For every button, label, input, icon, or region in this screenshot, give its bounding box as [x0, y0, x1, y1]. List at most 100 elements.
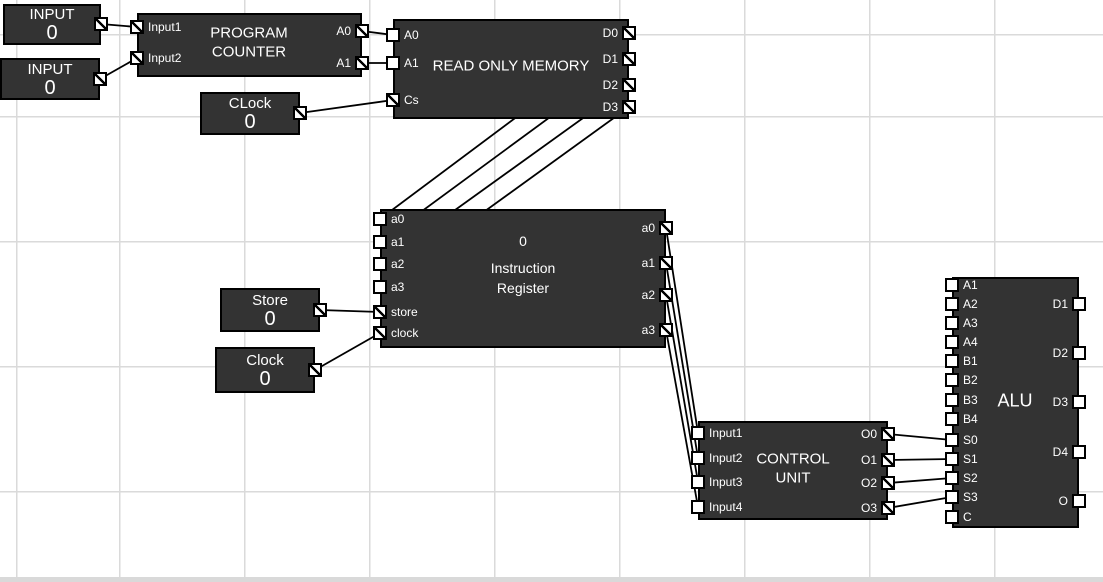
- port-alu-in-b2[interactable]: [945, 373, 959, 387]
- port-input2-out-out0[interactable]: [93, 72, 107, 86]
- port-label: D2: [1052, 346, 1068, 360]
- port-clock-out-out0[interactable]: [308, 363, 322, 377]
- port-instruction-register-out-a1[interactable]: [659, 256, 673, 270]
- block-title: Instruction: [490, 260, 556, 276]
- block-title: COUNTER: [211, 43, 287, 61]
- port-instruction-register-in-a3[interactable]: [373, 280, 387, 294]
- port-instruction-register-in-a1[interactable]: [373, 235, 387, 249]
- port-control-unit-out-o2[interactable]: [881, 476, 895, 490]
- port-alu-in-s0[interactable]: [945, 433, 959, 447]
- port-label: Cs: [404, 93, 419, 107]
- port-program-counter-in-input1[interactable]: [130, 20, 144, 34]
- block-title: Store: [252, 291, 288, 309]
- wire[interactable]: [887, 496, 953, 509]
- wire[interactable]: [319, 309, 381, 313]
- port-label: D4: [1052, 445, 1068, 459]
- port-alu-in-b1[interactable]: [945, 354, 959, 368]
- port-label: B2: [963, 373, 978, 387]
- port-instruction-register-in-a0[interactable]: [373, 212, 387, 226]
- port-label: Input4: [709, 500, 743, 514]
- port-label: Input2: [709, 451, 743, 465]
- port-control-unit-in-input3[interactable]: [691, 475, 705, 489]
- port-rom-out-d0[interactable]: [622, 26, 636, 40]
- port-label: O: [1058, 494, 1068, 508]
- wire[interactable]: [299, 99, 394, 114]
- port-program-counter-out-a0[interactable]: [355, 24, 369, 38]
- block-program-counter[interactable]: [137, 13, 362, 77]
- block-value: 0: [259, 367, 271, 390]
- port-label: D0: [602, 26, 618, 40]
- port-instruction-register-in-store[interactable]: [373, 305, 387, 319]
- port-alu-in-s3[interactable]: [945, 490, 959, 504]
- port-instruction-register-out-a3[interactable]: [659, 323, 673, 337]
- port-label: S2: [963, 471, 978, 485]
- port-label: a2: [391, 257, 405, 271]
- wire[interactable]: [887, 458, 953, 461]
- port-clock-top-out-out0[interactable]: [293, 106, 307, 120]
- port-label: a3: [641, 323, 655, 337]
- port-control-unit-in-input2[interactable]: [691, 451, 705, 465]
- port-alu-out-o[interactable]: [1072, 494, 1086, 508]
- port-label: A1: [963, 278, 978, 292]
- port-input1-out-out0[interactable]: [94, 17, 108, 31]
- block-value: 0: [519, 233, 527, 249]
- block-value: 0: [264, 307, 276, 330]
- port-label: B4: [963, 412, 978, 426]
- port-control-unit-in-input1[interactable]: [691, 426, 705, 440]
- block-instruction-register[interactable]: [380, 209, 666, 348]
- port-alu-in-b3[interactable]: [945, 393, 959, 407]
- port-rom-out-d2[interactable]: [622, 78, 636, 92]
- port-instruction-register-out-a2[interactable]: [659, 288, 673, 302]
- port-alu-in-a1[interactable]: [945, 278, 959, 292]
- port-label: A4: [963, 335, 978, 349]
- port-rom-in-a0[interactable]: [386, 28, 400, 42]
- port-store-out-out0[interactable]: [313, 303, 327, 317]
- port-alu-in-a3[interactable]: [945, 316, 959, 330]
- port-label: Input3: [709, 475, 743, 489]
- port-label: S1: [963, 452, 978, 466]
- wire[interactable]: [314, 332, 381, 371]
- port-rom-in-a1[interactable]: [386, 56, 400, 70]
- port-rom-out-d1[interactable]: [622, 52, 636, 66]
- port-rom-out-d3[interactable]: [622, 100, 636, 114]
- port-alu-in-b4[interactable]: [945, 412, 959, 426]
- port-alu-out-d3[interactable]: [1072, 395, 1086, 409]
- port-label: D1: [1052, 297, 1068, 311]
- port-alu-out-d4[interactable]: [1072, 445, 1086, 459]
- port-label: a0: [391, 212, 405, 226]
- port-instruction-register-in-clock[interactable]: [373, 326, 387, 340]
- block-title: READ ONLY MEMORY: [432, 57, 590, 75]
- port-alu-out-d2[interactable]: [1072, 346, 1086, 360]
- block-title: UNIT: [775, 469, 811, 487]
- block-rom[interactable]: [393, 19, 629, 119]
- port-control-unit-in-input4[interactable]: [691, 500, 705, 514]
- port-alu-in-s2[interactable]: [945, 471, 959, 485]
- wire[interactable]: [887, 477, 953, 484]
- block-control-unit[interactable]: [698, 421, 888, 520]
- port-instruction-register-in-a2[interactable]: [373, 257, 387, 271]
- port-rom-in-cs[interactable]: [386, 93, 400, 107]
- port-label: Input1: [148, 20, 182, 34]
- port-label: S3: [963, 490, 978, 504]
- port-control-unit-out-o3[interactable]: [881, 501, 895, 515]
- block-value: 0: [44, 76, 56, 99]
- port-alu-in-c[interactable]: [945, 510, 959, 524]
- port-alu-out-d1[interactable]: [1072, 297, 1086, 311]
- port-label: A0: [404, 28, 419, 42]
- port-program-counter-in-input2[interactable]: [130, 51, 144, 65]
- port-alu-in-a2[interactable]: [945, 297, 959, 311]
- port-control-unit-out-o0[interactable]: [881, 427, 895, 441]
- wire[interactable]: [887, 433, 953, 441]
- port-instruction-register-out-a0[interactable]: [659, 221, 673, 235]
- port-alu-in-s1[interactable]: [945, 452, 959, 466]
- block-alu[interactable]: [952, 277, 1079, 528]
- port-program-counter-out-a1[interactable]: [355, 56, 369, 70]
- port-control-unit-out-o1[interactable]: [881, 453, 895, 467]
- port-alu-in-a4[interactable]: [945, 335, 959, 349]
